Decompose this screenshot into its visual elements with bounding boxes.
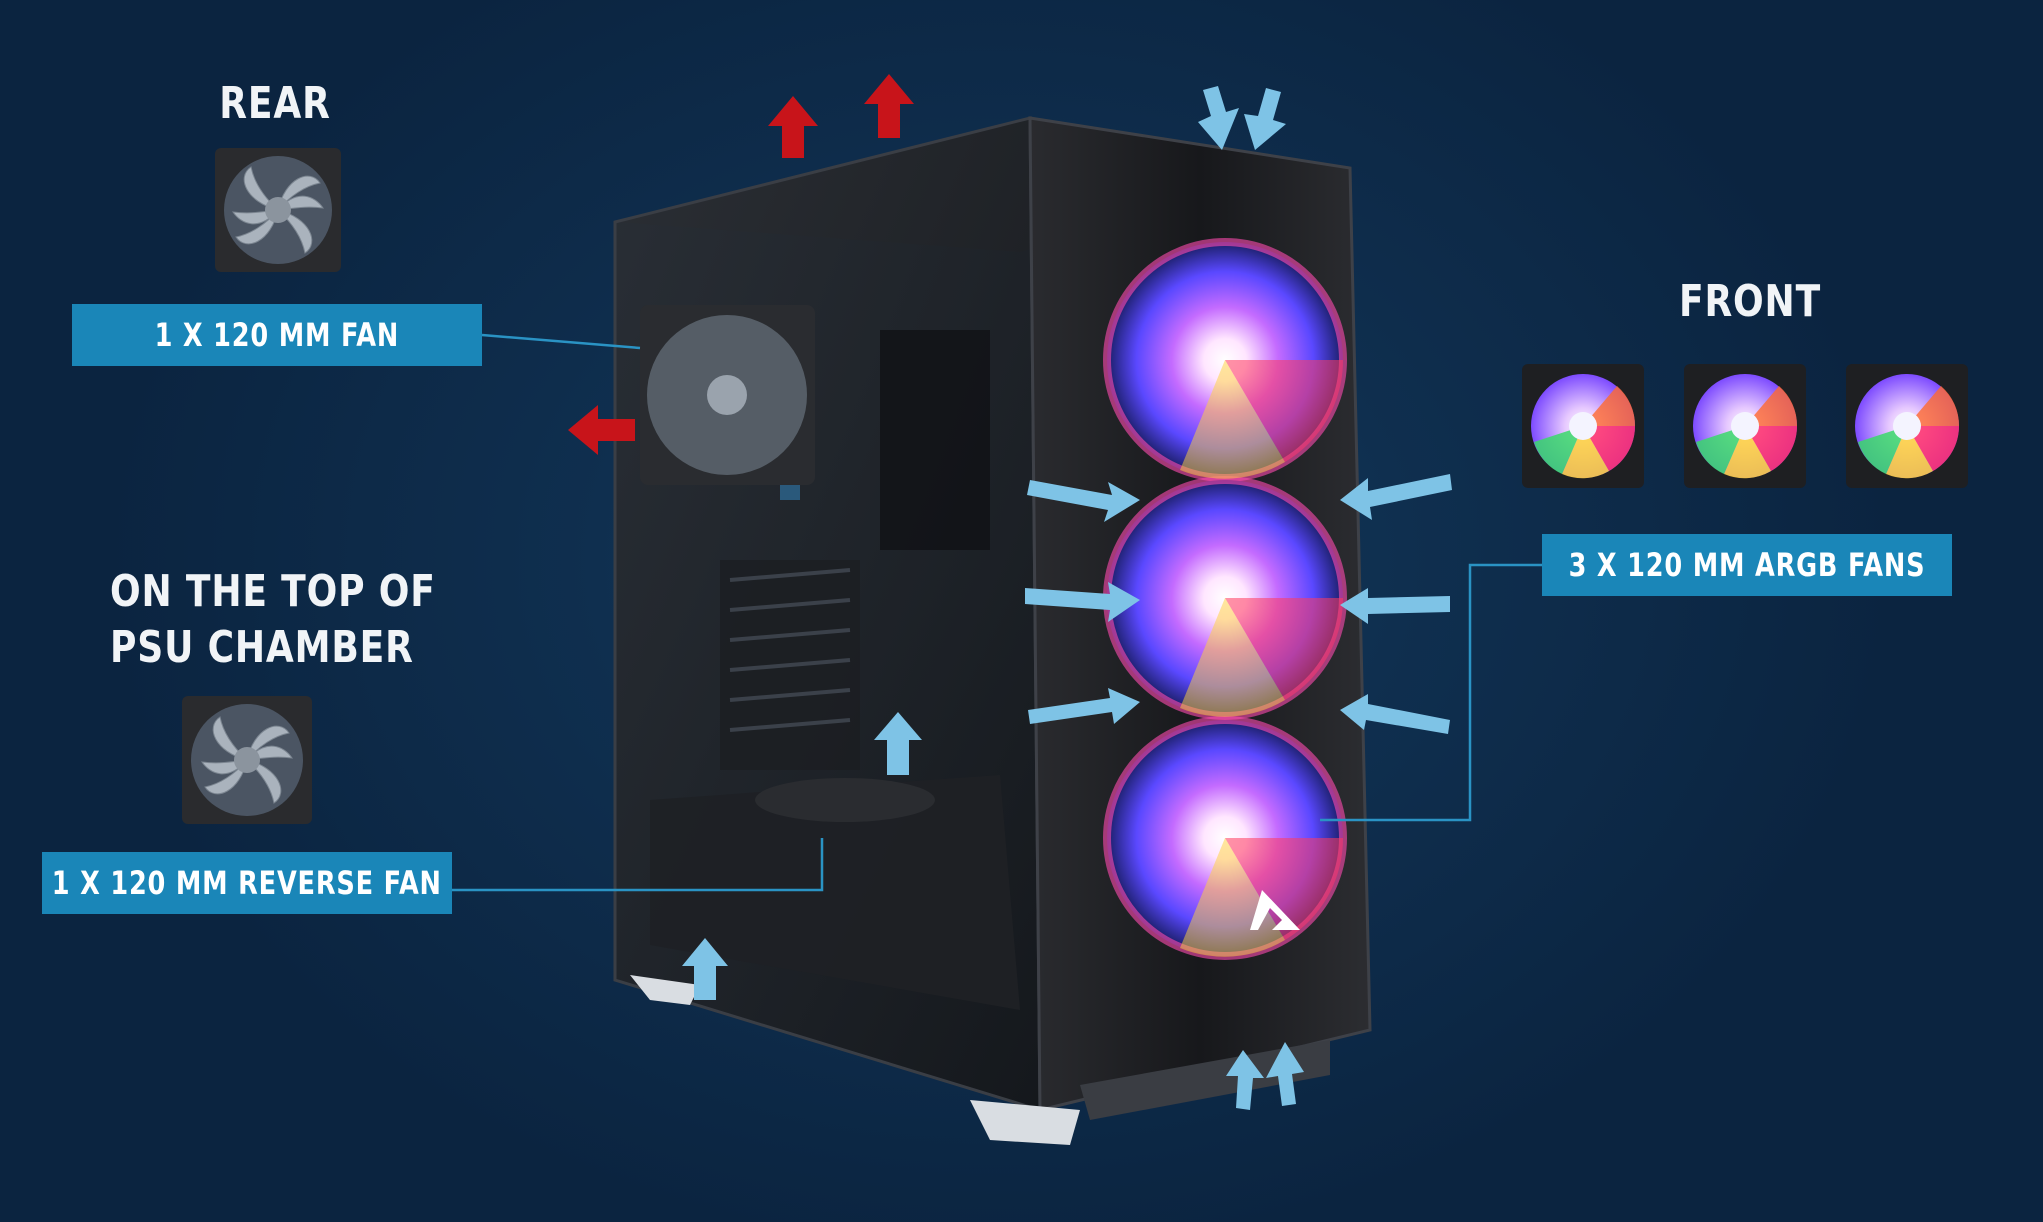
red-arrow-icon (768, 96, 818, 158)
rear-leader-line (481, 333, 641, 350)
blue-arrow-icon (1266, 1042, 1304, 1106)
blue-arrow-icon (682, 938, 728, 1000)
exhaust-arrows (568, 74, 914, 455)
red-arrow-icon (864, 74, 914, 138)
blue-arrow-icon (1025, 582, 1140, 622)
front-leader-line (1320, 563, 1542, 822)
front-argb-fans (1103, 238, 1347, 960)
psu-heading-line1: ON THE TOP OF (110, 566, 436, 617)
front-fan-label: 3 X 120 MM ARGB FANS (1542, 534, 1952, 596)
blue-arrow-icon (874, 712, 922, 775)
front-fan-icon-3 (1846, 364, 1968, 492)
rear-fan-icon (215, 148, 341, 276)
intake-arrows (682, 86, 1452, 1110)
front-fan-icon-2 (1684, 364, 1806, 492)
blue-arrow-icon (1198, 86, 1239, 150)
blue-arrow-icon (1027, 480, 1140, 522)
psu-fan-icon (182, 696, 312, 828)
psu-heading-line2: PSU CHAMBER (110, 622, 414, 673)
blue-arrow-icon (1340, 588, 1450, 624)
rear-heading: REAR (219, 78, 331, 129)
psu-fan-label: 1 X 120 MM REVERSE FAN (42, 852, 452, 914)
rear-fan-label: 1 X 120 MM FAN (72, 304, 482, 366)
brand-logo-icon (1250, 890, 1300, 930)
rear-internal-fan (640, 305, 815, 485)
front-heading: FRONT (1678, 276, 1822, 327)
red-arrow-icon (568, 405, 635, 455)
blue-arrow-icon (1340, 474, 1452, 520)
blue-arrow-icon (1028, 688, 1140, 724)
blue-arrow-icon (1226, 1050, 1264, 1110)
blue-arrow-icon (1244, 88, 1286, 150)
front-fan-icon-1 (1522, 364, 1644, 492)
blue-arrow-icon (1340, 694, 1450, 734)
psu-leader-line (452, 838, 824, 892)
